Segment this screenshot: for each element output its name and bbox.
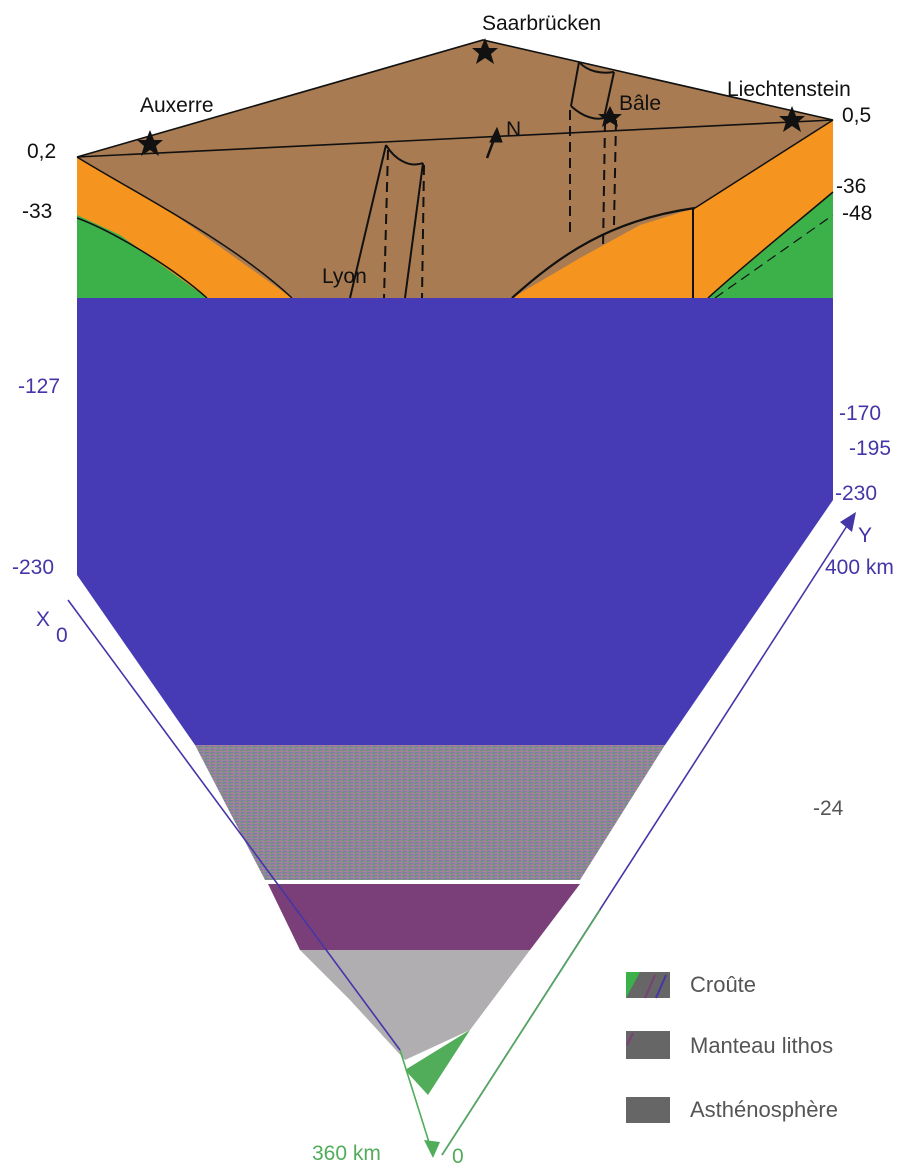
gray-region (300, 950, 530, 1060)
y-axis-end: 400 km (825, 556, 894, 579)
y-axis-label: Y (858, 524, 872, 547)
city-label-liechtenstein: Liechtenstein (727, 78, 851, 101)
north-label: N (506, 118, 521, 141)
star-icon-liechtenstein (779, 106, 805, 132)
x-axis-arrowhead (424, 1140, 440, 1158)
star-icons (137, 38, 805, 156)
x-axis-origin: 0 (56, 624, 68, 647)
depth-right-moho: -48 (842, 202, 872, 225)
legend-swatch-asthenosphere (626, 1097, 670, 1123)
legend-swatch-mantle (626, 1031, 670, 1059)
x-axis-label: X (36, 608, 50, 631)
city-label-auxerre: Auxerre (140, 94, 214, 117)
legend-label-crust: Croûte (690, 972, 756, 997)
bottom-origin: 0 (452, 1145, 464, 1168)
purple-region (268, 884, 580, 950)
depth-left-top: 0,2 (27, 140, 56, 163)
right-corner-line (694, 119, 834, 209)
city-label-lyon: Lyon (322, 265, 367, 288)
depth-right-bottom: -230 (835, 482, 877, 505)
right-crust-outline (511, 206, 696, 299)
y-axis-line-green (441, 909, 601, 1156)
legend: Croûte Manteau lithos Asthénosphère (626, 972, 838, 1123)
right-moho-line (707, 191, 834, 299)
star-icon-bale (598, 106, 622, 127)
right-dashed-line (714, 214, 834, 299)
plume-lyon (349, 144, 425, 299)
asthenosphere-block (77, 298, 833, 745)
legend-item-mantle: Manteau lithos (626, 1031, 833, 1059)
depth-right-195: -195 (849, 437, 891, 460)
star-icon-auxerre (137, 130, 163, 156)
depth-right-crust: -36 (836, 175, 866, 198)
left-mantle (77, 215, 207, 298)
left-crust-outline (76, 156, 293, 299)
city-label-bale: Bâle (619, 92, 661, 115)
y-axis-arrowhead (840, 512, 856, 532)
depth-floating: -24 (813, 797, 844, 820)
right-crust (512, 120, 833, 298)
left-moho-line (76, 217, 208, 299)
north-arrow-icon (485, 126, 503, 159)
legend-item-crust: Croûte (626, 972, 756, 999)
x-axis-line-lower (399, 1049, 434, 1156)
star-icon-saarbrucken (472, 38, 498, 64)
x-axis-end: 360 km (312, 1142, 381, 1165)
depth-left-bottom: -230 (12, 556, 54, 579)
green-tip (405, 1030, 470, 1095)
noise-region (195, 745, 665, 880)
depth-right-170: -170 (839, 402, 881, 425)
legend-item-asthenosphere: Asthénosphère (626, 1097, 838, 1123)
plume-bale (569, 61, 617, 251)
legend-label-mantle: Manteau lithos (690, 1033, 833, 1058)
depth-left-crust: -33 (22, 200, 52, 223)
city-label-saarbrucken: Saarbrücken (482, 12, 601, 35)
x-axis-line (67, 599, 401, 1051)
surface-outline (76, 39, 834, 158)
depth-left-mantle: -127 (18, 375, 60, 398)
legend-label-asthenosphere: Asthénosphère (690, 1097, 838, 1122)
depth-right-top: 0,5 (842, 104, 871, 127)
